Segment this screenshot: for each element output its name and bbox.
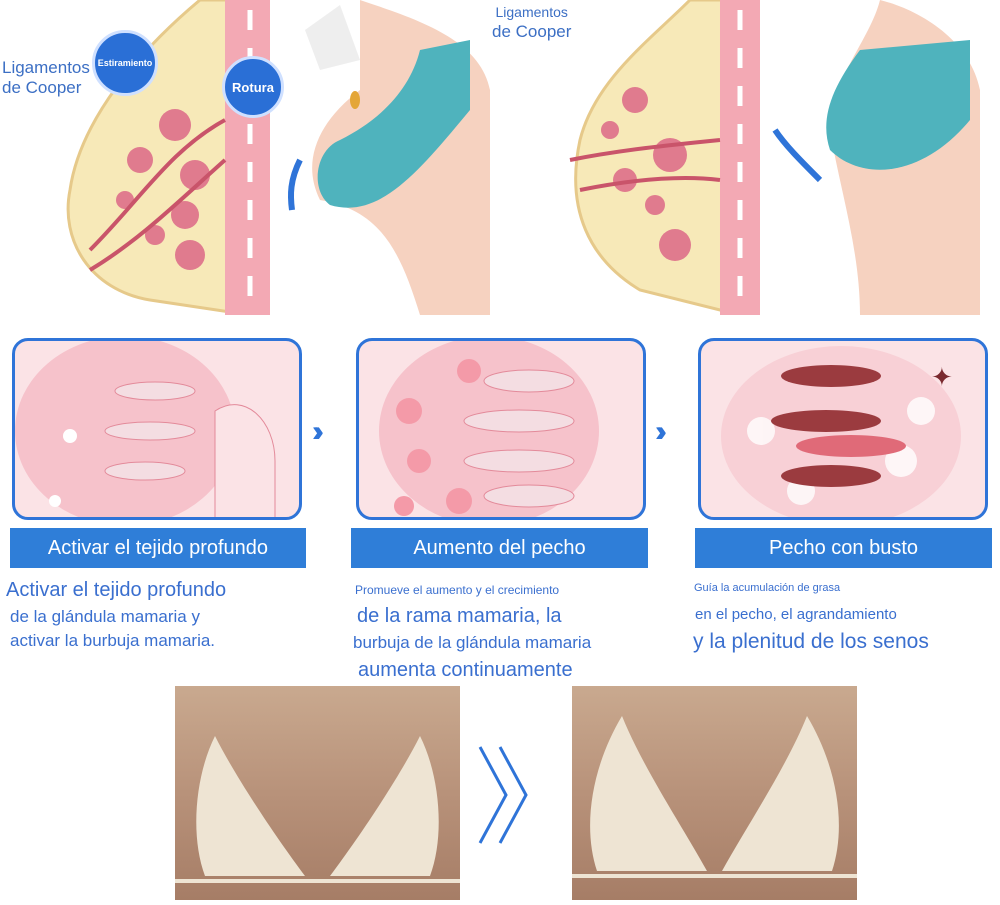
step1-label: Activar el tejido profundo (10, 528, 306, 568)
full-bust-illustration: ✦ (721, 346, 961, 517)
step3-panel: ✦ (698, 338, 988, 520)
step3-desc-2: en el pecho, el agrandamiento (695, 606, 897, 623)
step1-desc-1: Activar el tejido profundo (6, 579, 227, 601)
before-photo (175, 686, 460, 900)
step3-desc-1: Guía la acumulación de grasa (694, 582, 841, 594)
step2-desc-1: Promueve el aumento y el crecimiento (355, 583, 560, 597)
before-illustration (0, 0, 500, 317)
sagging-breast-diagram (66, 0, 490, 317)
step2-desc-2: de la rama mamaria, la (357, 605, 562, 627)
lifted-breast-diagram (569, 0, 980, 317)
step1-desc-2: de la glándula mamaria y (10, 607, 200, 626)
stretch-badge: Estiramiento (92, 30, 158, 96)
chevron-right-icon: ›› (655, 415, 667, 448)
step3-desc-3: y la plenitud de los senos (693, 630, 929, 653)
chevron-right-icon (478, 746, 528, 844)
bikini-before (175, 736, 460, 883)
breast-growth-illustration (379, 341, 599, 517)
step2-desc-4: aumenta continuamente (358, 659, 573, 681)
after-illustration (500, 0, 1000, 317)
rupture-badge: Rotura (222, 56, 284, 118)
activate-tissue-illustration (15, 341, 276, 517)
chevron-right-icon: ›› (312, 415, 324, 448)
step1-desc-3: activar la burbuja mamaria. (10, 631, 216, 650)
after-photo (572, 686, 857, 900)
step3-label: Pecho con busto (695, 528, 992, 568)
bikini-after (572, 716, 857, 878)
step2-label: Aumento del pecho (351, 528, 648, 568)
svg-text:✦: ✦ (931, 362, 953, 392)
step1-panel (12, 338, 302, 520)
step2-desc-3: burbuja de la glándula mamaria (353, 633, 592, 652)
step2-panel (356, 338, 646, 520)
